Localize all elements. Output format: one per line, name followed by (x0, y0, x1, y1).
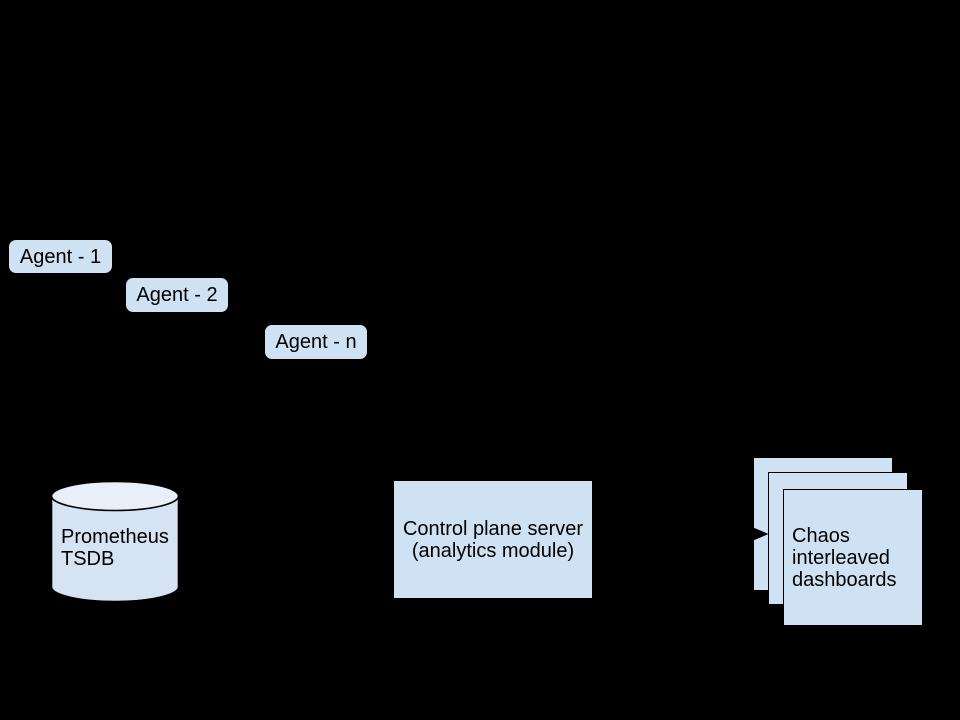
prometheus-label-line2: TSDB (61, 548, 115, 570)
arrow-to-dashboards-icon (752, 527, 769, 541)
prometheus-label-line1: Prometheus (61, 526, 169, 548)
agent-1-node: Agent - 1 (8, 239, 113, 274)
agent-n-label: Agent - n (275, 331, 357, 353)
agent-2-label: Agent - 2 (136, 284, 218, 306)
dashboards-label-line3: dashboards (792, 568, 897, 591)
agent-2-node: Agent - 2 (125, 277, 229, 313)
dashboards-label-line2: interleaved (792, 546, 890, 569)
prometheus-tsdb-node: Prometheus TSDB (50, 480, 180, 604)
cylinder-body (50, 496, 180, 603)
agent-n-node: Agent - n (264, 324, 368, 360)
control-plane-label-line2: (analytics module) (411, 539, 575, 562)
cylinder-shape (50, 480, 180, 603)
dashboards-label-line1: Chaos (792, 524, 850, 547)
control-plane-label-line1: Control plane server (402, 517, 584, 540)
control-plane-node: Control plane server (analytics module) (393, 480, 593, 599)
prometheus-tsdb-label: Prometheus TSDB (61, 526, 169, 570)
cylinder-top (50, 480, 180, 512)
agent-1-label: Agent - 1 (19, 245, 102, 268)
dashboard-card-front: Chaos interleaved dashboards (783, 489, 923, 626)
arrowhead-triangle (752, 527, 769, 541)
